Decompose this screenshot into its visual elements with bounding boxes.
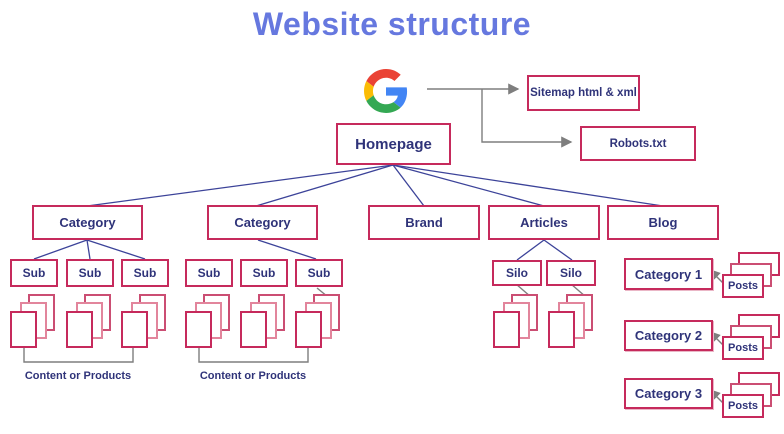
line-articles-silo2 [543, 239, 573, 261]
page-stack [66, 294, 113, 349]
node-brand: Brand [368, 205, 480, 240]
posts-stack-3: Posts [722, 372, 782, 420]
line-category1-sub3 [86, 239, 146, 260]
posts-label: Posts [722, 336, 764, 360]
node-homepage: Homepage [336, 123, 451, 165]
line-homepage-category2 [255, 164, 394, 207]
page-stack [295, 294, 342, 349]
line-category1-sub1 [33, 239, 88, 260]
node-sub-1: Sub [10, 259, 58, 287]
arrow-google-to-robots [481, 89, 573, 148]
node-sub-3: Sub [121, 259, 169, 287]
bracket-content-group1 [23, 348, 134, 363]
node-sitemap: Sitemap html & xml [527, 75, 640, 111]
node-blog: Blog [607, 205, 719, 240]
page-stack [240, 294, 287, 349]
line-homepage-category1 [86, 164, 394, 207]
node-sub-5: Sub [240, 259, 288, 287]
google-g-icon [364, 69, 408, 113]
node-sub-2: Sub [66, 259, 114, 287]
page-stack [548, 294, 595, 349]
posts-label: Posts [722, 274, 764, 298]
content-or-products-label-2: Content or Products [199, 370, 307, 382]
page-title: Website structure [252, 6, 532, 42]
node-robots: Robots.txt [580, 126, 696, 161]
line-category2-sub6 [257, 239, 317, 260]
node-blog-category-2: Category 2 [624, 320, 713, 351]
line-homepage-brand [392, 164, 425, 207]
node-category-1: Category [32, 205, 143, 240]
page-stack [185, 294, 232, 349]
line-homepage-articles [392, 164, 545, 207]
node-sub-6: Sub [295, 259, 343, 287]
line-category1-sub2 [86, 239, 91, 260]
node-articles: Articles [488, 205, 600, 240]
posts-stack-2: Posts [722, 314, 782, 362]
node-sub-4: Sub [185, 259, 233, 287]
node-silo-2: Silo [546, 260, 596, 286]
page-stack [10, 294, 57, 349]
content-or-products-label-1: Content or Products [24, 370, 132, 382]
bracket-content-group2 [198, 348, 309, 363]
posts-stack-1: Posts [722, 252, 782, 300]
node-silo-1: Silo [492, 260, 542, 286]
node-blog-category-3: Category 3 [624, 378, 713, 409]
line-homepage-blog [392, 164, 664, 207]
line-articles-silo1 [516, 239, 545, 261]
page-stack [493, 294, 540, 349]
page-stack [121, 294, 168, 349]
node-blog-category-1: Category 1 [624, 258, 713, 290]
node-category-2: Category [207, 205, 318, 240]
posts-label: Posts [722, 394, 764, 418]
